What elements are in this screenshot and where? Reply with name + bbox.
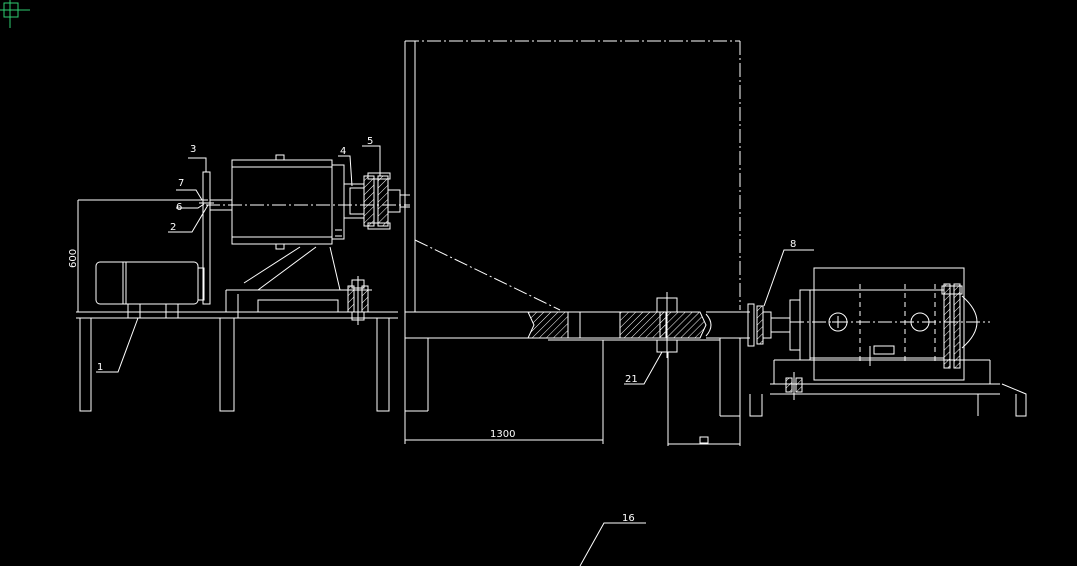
dimension-600-label: 600 xyxy=(68,249,79,268)
reducer-base xyxy=(225,246,372,325)
dimension-span: 1300 xyxy=(404,340,741,446)
callout-6: 6 xyxy=(176,202,182,213)
coupling xyxy=(363,172,410,230)
callouts: 1 3 7 6 2 4 5 8 21 16 xyxy=(96,136,814,566)
dimension-1300-label: 1300 xyxy=(490,429,515,440)
callout-2: 2 xyxy=(170,222,176,233)
callout-8: 8 xyxy=(790,239,796,250)
container-right-leg xyxy=(719,338,741,417)
callout-4: 4 xyxy=(340,146,346,157)
callout-21: 21 xyxy=(625,374,638,385)
callout-5: 5 xyxy=(367,136,373,147)
callout-1: 1 xyxy=(97,362,103,373)
central-container xyxy=(404,40,741,412)
callout-16: 16 xyxy=(622,513,635,524)
right-cylinder-unit xyxy=(747,267,990,381)
crosshair-cursor-icon xyxy=(0,0,30,28)
callout-3: 3 xyxy=(190,144,196,155)
section-beams xyxy=(527,292,750,358)
motor xyxy=(95,261,205,319)
right-base-frame xyxy=(749,359,1027,417)
dimension-height: 600 xyxy=(68,202,79,298)
callout-7: 7 xyxy=(178,178,184,189)
